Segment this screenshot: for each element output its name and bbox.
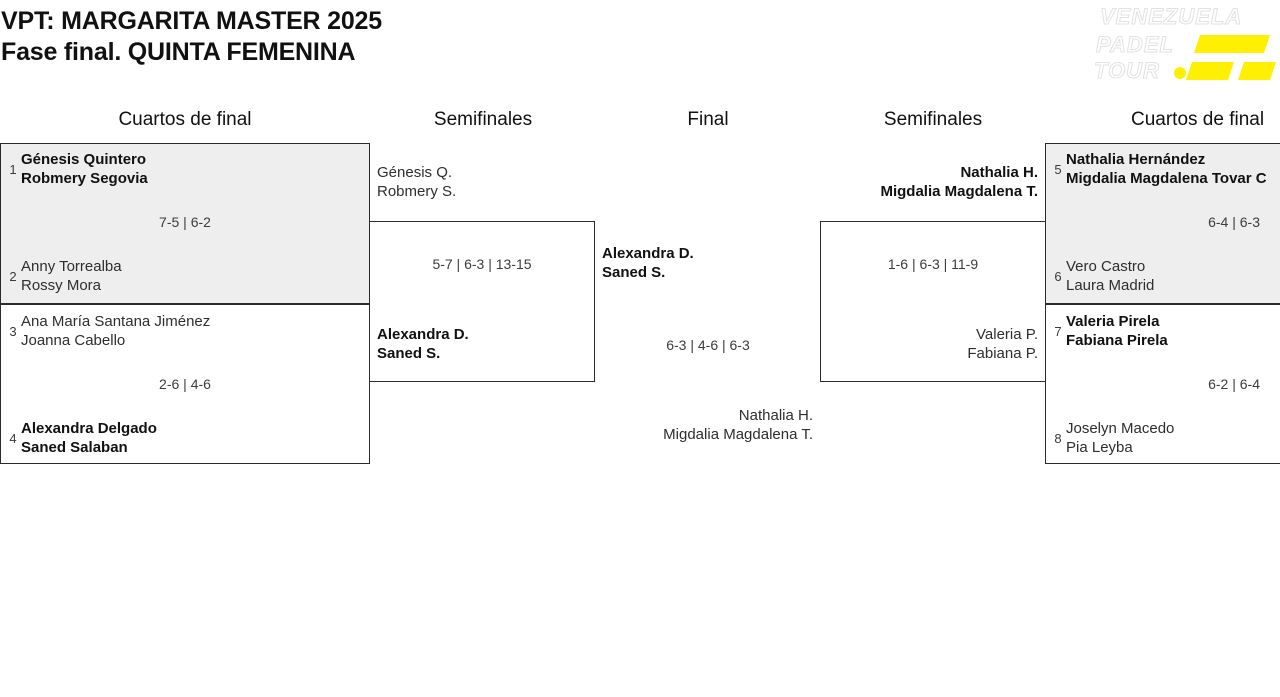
team-final-top[interactable]: Alexandra D. Saned S. bbox=[602, 244, 694, 282]
logo-text-tour: TOUR bbox=[1094, 58, 1160, 83]
team-rq1-bottom[interactable]: 6 Vero Castro Laura Madrid bbox=[1050, 257, 1154, 295]
seed-lq1-bottom: 2 bbox=[9, 268, 17, 284]
match-box-lq2[interactable] bbox=[0, 304, 370, 464]
logo-dot bbox=[1174, 67, 1186, 79]
player-lq2-top-1: Ana María Santana Jiménez bbox=[21, 313, 211, 330]
seed-rq2-bottom: 8 bbox=[1054, 430, 1062, 446]
player-rsf-top-1: Nathalia H. bbox=[960, 164, 1038, 181]
player-rq2-bottom-1: Joselyn Macedo bbox=[1066, 420, 1175, 437]
logo-text-padel: PADEL bbox=[1096, 32, 1174, 57]
seed-rq1-bottom: 6 bbox=[1054, 268, 1062, 284]
match-box-rq2[interactable] bbox=[1045, 304, 1280, 464]
seed-rq1-top: 5 bbox=[1054, 161, 1062, 177]
player-lq1-bottom-2: Rossy Mora bbox=[21, 277, 102, 294]
match-box-lsf[interactable] bbox=[369, 221, 595, 382]
score-rq1: 6-4 | 6-3 bbox=[1208, 214, 1260, 230]
logo-text-venezuela: VENEZUELA bbox=[1100, 4, 1242, 29]
player-rq2-top-2: Fabiana Pirela bbox=[1066, 332, 1168, 349]
names-rq2-bottom: Joselyn Macedo Pia Leyba bbox=[1066, 419, 1174, 457]
player-lq1-bottom-1: Anny Torrealba bbox=[21, 258, 122, 275]
player-rsf-bottom-2: Fabiana P. bbox=[967, 345, 1038, 362]
player-rq2-top-1: Valeria Pirela bbox=[1066, 313, 1160, 330]
score-lsf: 5-7 | 6-3 | 13-15 bbox=[432, 256, 532, 272]
team-rq1-top[interactable]: 5 Nathalia Hernández Migdalia Magdalena … bbox=[1050, 150, 1267, 188]
player-lq2-bottom-1: Alexandra Delgado bbox=[21, 420, 157, 437]
page-title: VPT: MARGARITA MASTER 2025 Fase final. Q… bbox=[0, 6, 700, 68]
team-lsf-top[interactable]: Génesis Q. Robmery S. bbox=[377, 163, 456, 201]
logo-bar-1 bbox=[1194, 35, 1270, 53]
team-lq1-bottom[interactable]: 2 Anny Torrealba Rossy Mora bbox=[5, 257, 122, 295]
venezuela-padel-tour-logo: VENEZUELA PADEL TOUR bbox=[1094, 2, 1276, 86]
score-lq1: 7-5 | 6-2 bbox=[159, 214, 211, 230]
team-rq2-bottom[interactable]: 8 Joselyn Macedo Pia Leyba bbox=[1050, 419, 1174, 457]
match-box-lq1[interactable] bbox=[0, 143, 370, 304]
team-lsf-bottom[interactable]: Alexandra D. Saned S. bbox=[377, 325, 469, 363]
player-final-bottom-1: Nathalia H. bbox=[738, 407, 813, 424]
player-lq1-top-2: Robmery Segovia bbox=[21, 170, 148, 187]
names-lq1-top: Génesis Quintero Robmery Segovia bbox=[21, 150, 148, 188]
names-rsf-bottom: Valeria P. Fabiana P. bbox=[967, 325, 1038, 363]
match-box-rq1[interactable] bbox=[1045, 143, 1280, 304]
names-rsf-top: Nathalia H. Migdalia Magdalena T. bbox=[880, 163, 1038, 201]
player-rsf-bottom-1: Valeria P. bbox=[976, 326, 1038, 343]
player-lsf-bottom-1: Alexandra D. bbox=[377, 326, 469, 343]
player-rsf-top-2: Migdalia Magdalena T. bbox=[880, 183, 1038, 200]
seed-lq2-top: 3 bbox=[9, 323, 17, 339]
seed-rq2-top: 7 bbox=[1054, 323, 1062, 339]
names-final-bottom: Nathalia H. Migdalia Magdalena T. bbox=[663, 406, 813, 444]
team-rsf-top[interactable]: Nathalia H. Migdalia Magdalena T. bbox=[823, 163, 1038, 201]
player-rq2-bottom-2: Pia Leyba bbox=[1066, 439, 1133, 456]
seed-lq1-top: 1 bbox=[9, 161, 17, 177]
player-lsf-bottom-2: Saned S. bbox=[377, 345, 441, 362]
match-box-rsf[interactable] bbox=[820, 221, 1046, 382]
team-final-bottom[interactable]: Nathalia H. Migdalia Magdalena T. bbox=[598, 406, 813, 444]
round-header-final: Final bbox=[687, 109, 729, 130]
round-header-right-semis: Semifinales bbox=[883, 109, 983, 130]
names-final-top: Alexandra D. Saned S. bbox=[602, 244, 694, 282]
names-lsf-top: Génesis Q. Robmery S. bbox=[377, 163, 456, 201]
round-header-left-quarters: Cuartos de final bbox=[118, 109, 252, 130]
player-final-top-2: Saned S. bbox=[602, 264, 666, 281]
player-rq1-top-2: Migdalia Magdalena Tovar C bbox=[1066, 170, 1267, 187]
logo-bar-3 bbox=[1238, 62, 1276, 80]
names-lq1-bottom: Anny Torrealba Rossy Mora bbox=[21, 257, 122, 295]
player-final-bottom-2: Migdalia Magdalena T. bbox=[663, 426, 813, 443]
names-rq2-top: Valeria Pirela Fabiana Pirela bbox=[1066, 312, 1168, 350]
round-header-left-semis: Semifinales bbox=[433, 109, 533, 130]
score-lq2: 2-6 | 4-6 bbox=[159, 376, 211, 392]
score-final: 6-3 | 4-6 | 6-3 bbox=[666, 337, 750, 353]
player-rq1-bottom-2: Laura Madrid bbox=[1066, 277, 1155, 294]
names-rq1-bottom: Vero Castro Laura Madrid bbox=[1066, 257, 1154, 295]
team-lq2-bottom[interactable]: 4 Alexandra Delgado Saned Salaban bbox=[5, 419, 157, 457]
title-line-2: Fase final. QUINTA FEMENINA bbox=[1, 38, 356, 66]
player-lsf-top-2: Robmery S. bbox=[377, 183, 457, 200]
names-lsf-bottom: Alexandra D. Saned S. bbox=[377, 325, 469, 363]
team-lq1-top[interactable]: 1 Génesis Quintero Robmery Segovia bbox=[5, 150, 148, 188]
title-line-1: VPT: MARGARITA MASTER 2025 bbox=[1, 7, 382, 35]
player-lq1-top-1: Génesis Quintero bbox=[21, 151, 147, 168]
team-rq2-top[interactable]: 7 Valeria Pirela Fabiana Pirela bbox=[1050, 312, 1168, 350]
score-rq2: 6-2 | 6-4 bbox=[1208, 376, 1260, 392]
seed-lq2-bottom: 4 bbox=[9, 430, 17, 446]
names-lq2-bottom: Alexandra Delgado Saned Salaban bbox=[21, 419, 157, 457]
names-lq2-top: Ana María Santana Jiménez Joanna Cabello bbox=[21, 312, 210, 350]
round-header-right-quarters: Cuartos de final bbox=[1131, 109, 1265, 130]
player-rq1-top-1: Nathalia Hernández bbox=[1066, 151, 1206, 168]
score-rsf: 1-6 | 6-3 | 11-9 bbox=[887, 256, 979, 272]
player-lsf-top-1: Génesis Q. bbox=[377, 164, 453, 181]
player-final-top-1: Alexandra D. bbox=[602, 245, 694, 262]
logo-bar-2 bbox=[1186, 62, 1234, 80]
player-rq1-bottom-1: Vero Castro bbox=[1066, 258, 1146, 275]
team-rsf-bottom[interactable]: Valeria P. Fabiana P. bbox=[823, 325, 1038, 363]
team-lq2-top[interactable]: 3 Ana María Santana Jiménez Joanna Cabel… bbox=[5, 312, 210, 350]
player-lq2-top-2: Joanna Cabello bbox=[21, 332, 126, 349]
names-rq1-top: Nathalia Hernández Migdalia Magdalena To… bbox=[1066, 150, 1267, 188]
player-lq2-bottom-2: Saned Salaban bbox=[21, 439, 128, 456]
